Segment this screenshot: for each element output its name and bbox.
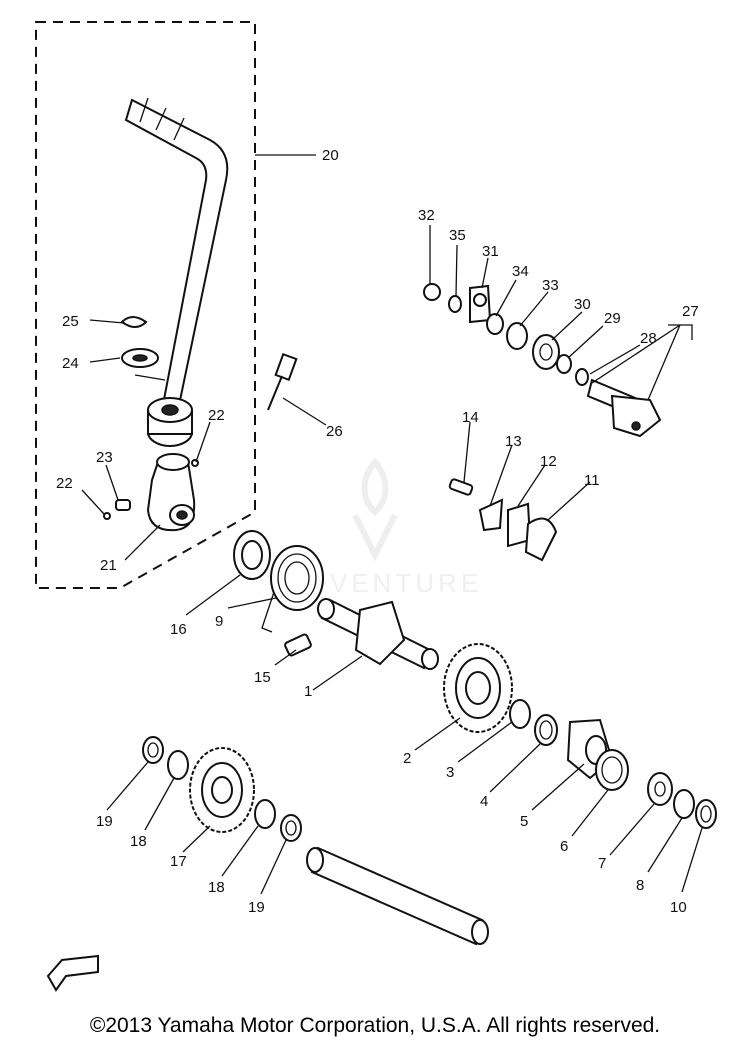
callout-6: 6 — [560, 838, 568, 855]
callout-22b: 22 — [56, 475, 73, 492]
kick-gear-part-2 — [443, 643, 513, 733]
callout-2: 2 — [403, 750, 411, 767]
washer-part-18-right — [254, 799, 276, 829]
washer-part-10 — [695, 799, 717, 829]
plate-part-13 — [478, 498, 504, 532]
watermark-text: VENTURE — [330, 568, 482, 598]
callout-34: 34 — [512, 263, 529, 280]
callout-10: 10 — [670, 899, 687, 916]
leader-lines — [81, 154, 703, 895]
spring-part-6 — [595, 749, 629, 791]
callout-20: 20 — [322, 147, 339, 164]
callout-7: 7 — [598, 855, 606, 872]
callout-8: 8 — [636, 877, 644, 894]
callout-33: 33 — [542, 277, 559, 294]
callout-25: 25 — [62, 313, 79, 330]
washer-part-33 — [506, 322, 528, 350]
ball-part-upper — [191, 459, 199, 467]
callout-19b: 19 — [248, 899, 265, 916]
callout-12: 12 — [540, 453, 557, 470]
callout-19a: 19 — [96, 813, 113, 830]
callout-31: 31 — [482, 243, 499, 260]
callout-29: 29 — [604, 310, 621, 327]
nut-part-32 — [423, 283, 441, 301]
shift-shaft-part-27 — [586, 378, 662, 438]
callout-labels: 1 2 3 4 5 6 7 8 9 10 11 12 13 14 15 16 1… — [56, 147, 699, 916]
collar-part-28 — [575, 368, 589, 386]
washer-part-18-left — [167, 750, 189, 780]
callout-16: 16 — [170, 621, 187, 638]
oil-seal-part-16 — [233, 530, 271, 580]
callout-1: 1 — [304, 683, 312, 700]
bearing-part-30 — [532, 334, 560, 370]
spring-guide-part-15 — [284, 633, 312, 657]
copyright-notice: ©2013 Yamaha Motor Corporation, U.S.A. A… — [89, 1014, 661, 1037]
bolt-part-26 — [267, 352, 298, 411]
callout-4: 4 — [480, 793, 488, 810]
idler-gear-part-17 — [189, 747, 255, 833]
plate-part-11 — [524, 517, 558, 562]
flame-logo-icon — [352, 457, 398, 562]
front-direction-arrow-icon — [46, 954, 99, 992]
callout-15: 15 — [254, 669, 271, 686]
callout-11: 11 — [584, 472, 600, 489]
circlip-part-8 — [673, 789, 695, 819]
watermark: VENTURE — [330, 457, 482, 598]
circlip-part-25 — [120, 316, 148, 328]
ball-part — [103, 512, 111, 520]
callout-35: 35 — [449, 227, 466, 244]
kick-boss-part — [146, 453, 196, 532]
callout-17: 17 — [170, 853, 187, 870]
assembly-dashed-box — [35, 21, 256, 589]
callout-3: 3 — [446, 764, 454, 781]
callout-18b: 18 — [208, 879, 225, 896]
shaft-part — [306, 846, 489, 946]
callout-14: 14 — [462, 409, 479, 426]
spring-part — [115, 499, 131, 511]
callout-28: 28 — [640, 330, 657, 347]
callout-13: 13 — [505, 433, 522, 450]
kick-spring-part-9 — [261, 545, 324, 633]
spring-part-31 — [469, 284, 492, 324]
washer-part-35 — [448, 295, 462, 313]
callout-5: 5 — [520, 813, 528, 830]
washer-part-3 — [509, 699, 531, 729]
washer-part-29 — [556, 354, 572, 374]
callout-30: 30 — [574, 296, 591, 313]
spring-part-34 — [486, 313, 504, 335]
callout-24: 24 — [62, 355, 79, 372]
washer-part-7 — [647, 772, 673, 806]
callout-23: 23 — [96, 449, 113, 466]
callout-32: 32 — [418, 207, 435, 224]
callout-18a: 18 — [130, 833, 147, 850]
bolt-part-14 — [448, 478, 474, 496]
circlip-part-19-left — [142, 736, 164, 764]
kick-lever-part — [124, 97, 229, 447]
circlip-part-4 — [534, 714, 558, 746]
callout-21: 21 — [100, 557, 117, 574]
callout-22a: 22 — [208, 407, 225, 424]
callout-26: 26 — [326, 423, 343, 440]
callout-27: 27 — [682, 303, 699, 320]
kick-axle-part-1 — [317, 598, 439, 670]
circlip-part-19-right — [280, 814, 302, 842]
callout-9: 9 — [215, 613, 223, 630]
